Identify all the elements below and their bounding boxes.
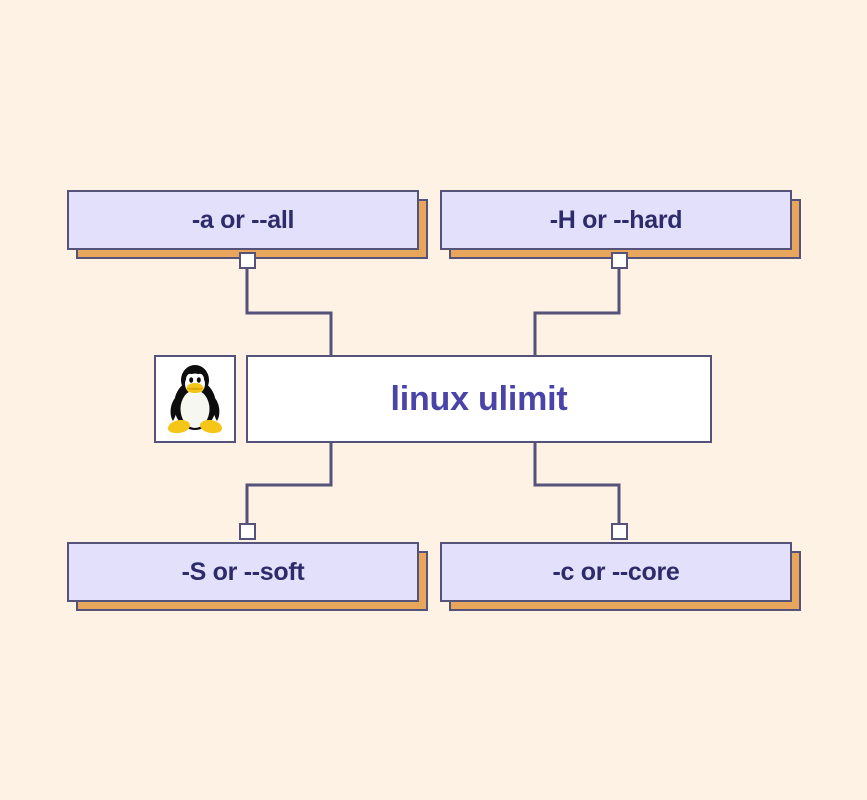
center-title: linux ulimit (390, 379, 568, 418)
node-h-hard-face[interactable]: -H or --hard (440, 190, 792, 250)
center-main-box[interactable]: linux ulimit (246, 355, 712, 443)
node-s-soft-label: -S or --soft (181, 557, 305, 586)
tux-penguin-icon (168, 365, 222, 434)
center-icon-box (154, 355, 236, 443)
anchor-c-core (611, 523, 628, 540)
node-a-all-face[interactable]: -a or --all (67, 190, 419, 250)
node-c-core-label: -c or --core (552, 557, 680, 586)
node-h-hard-label: -H or --hard (549, 205, 683, 234)
anchor-s-soft (239, 523, 256, 540)
anchor-h-hard (611, 252, 628, 269)
node-a-all-label: -a or --all (191, 205, 295, 234)
anchor-a-all (239, 252, 256, 269)
node-c-core-face[interactable]: -c or --core (440, 542, 792, 602)
node-s-soft-face[interactable]: -S or --soft (67, 542, 419, 602)
